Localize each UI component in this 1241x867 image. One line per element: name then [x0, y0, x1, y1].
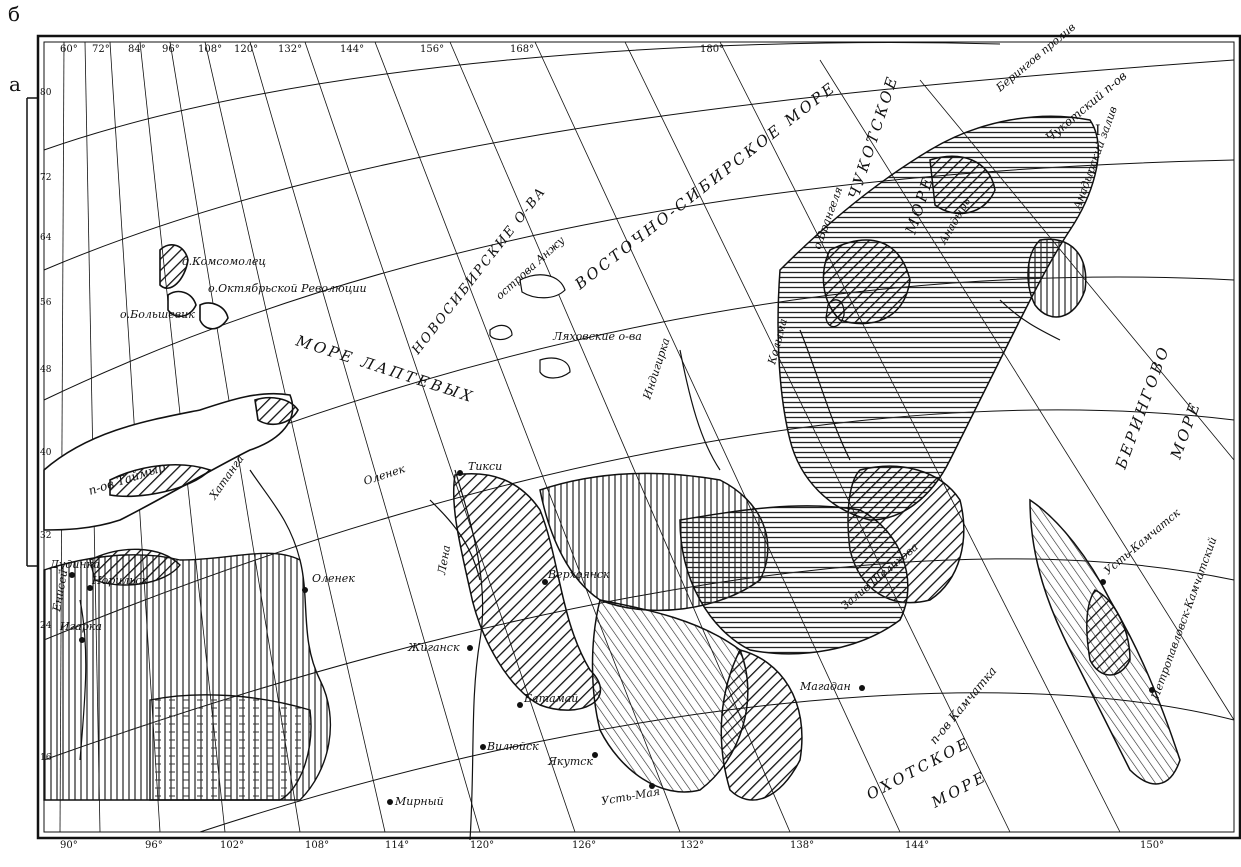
lon-top-label: 60° — [60, 44, 78, 55]
lon-top-label: 108° — [198, 44, 222, 55]
taymyr-landmass — [43, 244, 299, 531]
lat-left-label: 64 — [40, 233, 52, 243]
lon-bottom-label: 108° — [305, 840, 329, 851]
island-komsomolets: о.Комсомолец — [182, 255, 266, 268]
city-dot-batamay — [517, 702, 523, 708]
panel-label-b: б — [8, 2, 21, 26]
city-label: Петропавловск-Камчатский — [1148, 535, 1219, 702]
city-label: Вилюйск — [486, 740, 539, 753]
kamchatka-region — [1029, 498, 1181, 785]
lon-bottom-label: 114° — [385, 840, 409, 851]
panel-a-bracket — [26, 97, 38, 567]
lon-top-label: 84° — [128, 44, 146, 55]
city-dot-magadan — [859, 685, 865, 691]
lon-bottom-label: 90° — [60, 840, 78, 851]
city-dot-ust-maya — [649, 783, 655, 789]
panel-label-a: а — [9, 72, 21, 96]
wrangel-island — [825, 299, 845, 328]
city-label: Усть-Мая — [600, 785, 661, 808]
city-label: Дудинка — [49, 558, 100, 571]
latitude-ticks-left: 80 72 64 56 48 40 32 24 16 — [40, 88, 52, 763]
city-dot-mirny — [387, 799, 393, 805]
lon-top-label: 132° — [278, 44, 302, 55]
lon-bottom-label: 126° — [572, 840, 596, 851]
lon-bottom-label: 132° — [680, 840, 704, 851]
longitude-ticks-bottom: 90° 96° 102° 108° 114° 120° 126° 132° 13… — [60, 840, 1164, 851]
chukotka-region — [777, 115, 1099, 604]
lon-bottom-label: 120° — [470, 840, 494, 851]
lat-left-label: 40 — [40, 448, 52, 458]
city-label: Верхоянск — [547, 568, 610, 581]
river-lena: Лена — [435, 544, 453, 576]
roman-marker: I — [1095, 123, 1101, 139]
city-dot-vilyuysk — [480, 744, 486, 750]
map-frame — [36, 34, 1241, 840]
sea-laptev: МОРЕ ЛАПТЕВЫХ — [293, 331, 477, 406]
city-dot-dudinka — [69, 572, 75, 578]
lon-top-label: 144° — [340, 44, 364, 55]
islands-lyakhov: Ляховские о-ва — [552, 330, 642, 343]
island-october-rev: о.Октябрьской Революции — [208, 282, 367, 295]
lon-bottom-label: 150° — [1140, 840, 1164, 851]
lat-left-label: 32 — [40, 531, 51, 541]
river-olenek: Оленек — [362, 462, 407, 488]
longitude-ticks-top: 60° 72° 84° 96° 108° 120° 132° 144° 156°… — [60, 44, 724, 55]
city-label: Якутск — [547, 755, 593, 768]
island-bolshevik: о.Большевик — [120, 308, 195, 321]
novosibirsk-islands — [489, 274, 571, 379]
sea-bering-top: БЕРИНГОВО — [1112, 342, 1174, 472]
city-label: Норильск — [91, 574, 148, 587]
sea-bering-bottom: МОРЕ — [1167, 398, 1205, 462]
city-label: Батамай — [523, 692, 578, 705]
city-label: Усть-Камчатск — [1102, 506, 1183, 577]
city-label: Жиганск — [407, 641, 460, 654]
west-siberia-region — [43, 548, 332, 801]
lat-left-label: 80 — [40, 88, 52, 98]
lon-bottom-label: 102° — [220, 840, 244, 851]
city-dot-tiksi — [457, 470, 463, 476]
lon-top-label: 72° — [92, 44, 110, 55]
city-markers — [69, 470, 1155, 805]
city-label: Игарка — [59, 620, 102, 633]
city-dot-olenek — [302, 587, 308, 593]
city-dot-yakutsk — [592, 752, 598, 758]
lat-left-label: 48 — [40, 365, 52, 375]
lon-top-label: 180° — [700, 44, 724, 55]
city-dot-petropavlovsk — [1149, 687, 1155, 693]
strait-bering: Берингов пролив — [993, 21, 1078, 95]
city-label: Тикси — [468, 460, 502, 473]
okhotsk-belt — [679, 505, 909, 801]
lon-bottom-label: 144° — [905, 840, 929, 851]
city-dot-zhigansk — [467, 645, 473, 651]
city-label: Магадан — [799, 680, 851, 693]
lat-left-label: 72 — [40, 173, 51, 183]
lat-left-label: 24 — [40, 621, 52, 631]
lon-top-label: 96° — [162, 44, 180, 55]
city-dot-norilsk — [87, 585, 93, 591]
sea-okhotsk-bottom: МОРЕ — [928, 767, 991, 812]
lon-bottom-label: 96° — [145, 840, 163, 851]
city-dot-igarka — [79, 637, 85, 643]
city-label: Оленек — [312, 572, 355, 585]
rivers — [79, 299, 1061, 841]
lon-bottom-label: 138° — [790, 840, 814, 851]
lat-left-label: 56 — [40, 298, 52, 308]
lon-top-label: 168° — [510, 44, 534, 55]
river-indigirka: Индигирка — [640, 336, 672, 402]
lat-left-label: 16 — [40, 753, 52, 763]
lon-top-label: 120° — [234, 44, 258, 55]
city-dot-ust-kamchatsk — [1100, 579, 1106, 585]
lon-top-label: 156° — [420, 44, 444, 55]
city-label: Мирный — [394, 795, 444, 808]
city-dot-verkhoyansk — [542, 579, 548, 585]
